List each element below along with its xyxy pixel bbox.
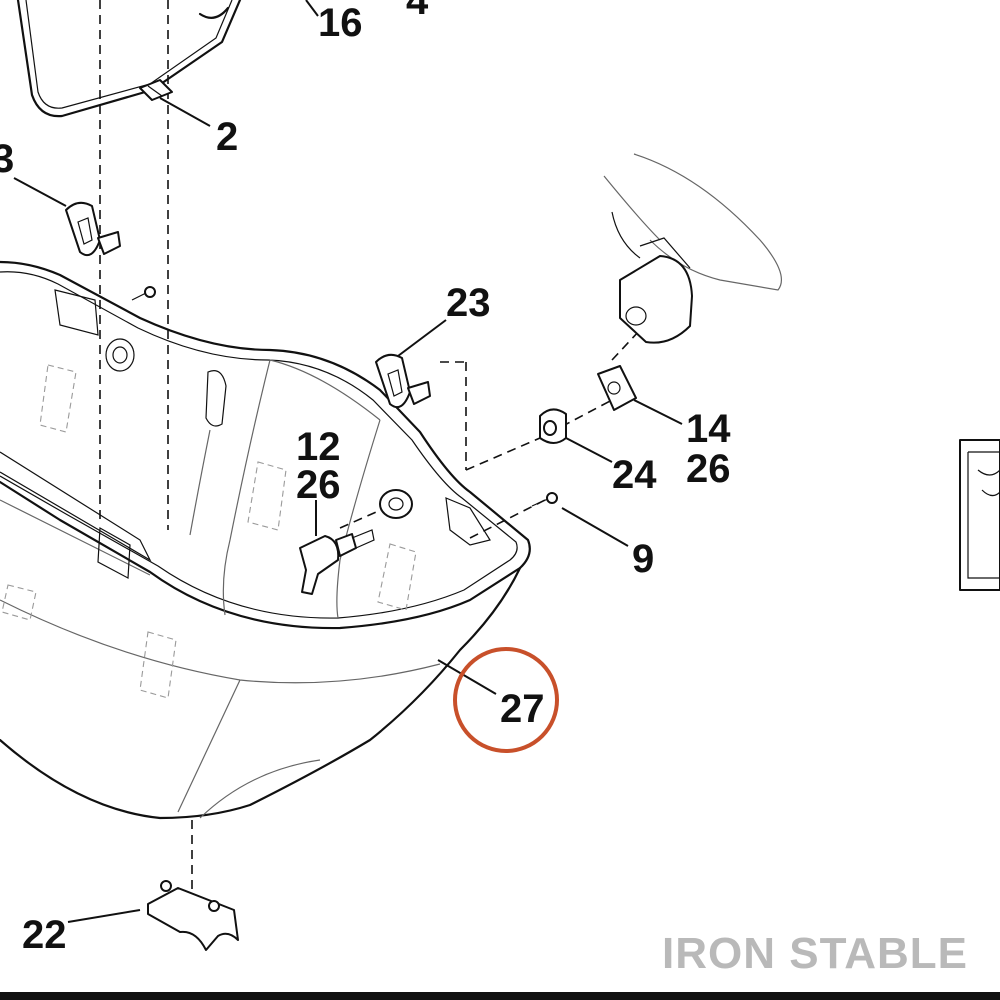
fender-mount bbox=[603, 153, 782, 344]
callout-24: 24 bbox=[612, 453, 657, 497]
bracket-22 bbox=[147, 880, 239, 951]
callout-2: 2 bbox=[216, 115, 238, 159]
callout-16: 16 bbox=[318, 1, 363, 45]
callout-9: 9 bbox=[632, 537, 654, 581]
watermark-text: IRON STABLE bbox=[662, 929, 968, 978]
hinge-3 bbox=[65, 201, 121, 256]
saddlebag-lid bbox=[16, 0, 242, 118]
callout-22: 22 bbox=[22, 913, 67, 957]
saddlebag-body bbox=[0, 260, 531, 820]
bottom-border bbox=[0, 992, 1000, 1000]
callout-27: 27 bbox=[500, 687, 545, 731]
right-emblem-part bbox=[959, 439, 1000, 591]
clip-2 bbox=[139, 79, 173, 101]
callout-26-latch: 26 bbox=[296, 463, 341, 507]
callout-12: 12 bbox=[296, 425, 341, 469]
callout-26-nut: 26 bbox=[686, 447, 731, 491]
callout-3: 3 bbox=[0, 137, 14, 181]
callout-23: 23 bbox=[446, 281, 491, 325]
hinge-23 bbox=[375, 353, 431, 408]
highlight-circle bbox=[453, 647, 559, 753]
screw-9 bbox=[531, 492, 558, 507]
leader-lines bbox=[13, 0, 683, 923]
assembly-axes bbox=[99, 0, 641, 900]
nut-14 bbox=[597, 365, 637, 411]
callouts: 16 4 2 3 23 12 26 14 26 24 9 27 22 bbox=[0, 0, 731, 957]
callout-4: 4 bbox=[406, 0, 429, 23]
screw-left bbox=[131, 286, 156, 301]
washer-26 bbox=[379, 489, 413, 519]
callout-14: 14 bbox=[686, 407, 731, 451]
latch-knob-12 bbox=[299, 529, 375, 595]
grommet-24 bbox=[539, 408, 567, 444]
